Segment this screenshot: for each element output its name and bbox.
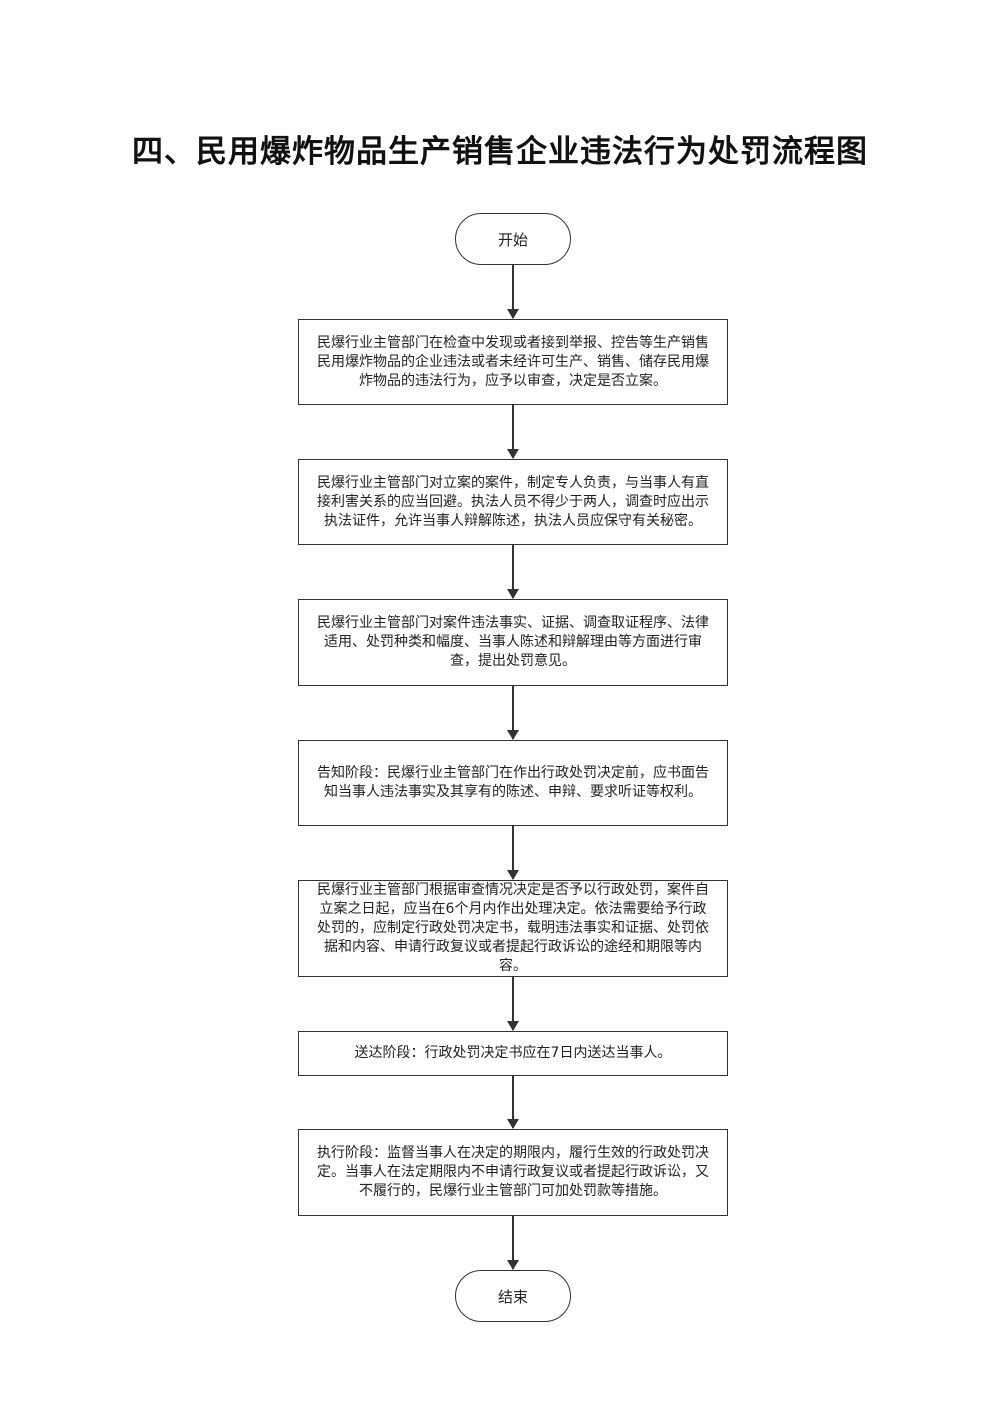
step-7-text: 执行阶段：监督当事人在决定的期限内，履行生效的行政处罚决定。当事人在法定期限内不… (317, 1145, 709, 1199)
start-node: 开始 (455, 213, 571, 265)
step-1-text: 民爆行业主管部门在检查中发现或者接到举报、控告等生产销售民用爆炸物品的企业违法或… (317, 334, 709, 389)
start-label: 开始 (497, 230, 528, 249)
step-2-text: 民爆行业主管部门对立案的案件，制定专人负责，与当事人有直接利害关系的应当回避。执… (317, 474, 709, 529)
step-6-text: 送达阶段：行政处罚决定书应在7日内送达当事人。 (354, 1045, 672, 1061)
page-title: 四、民用爆炸物品生产销售企业违法行为处罚流程图 (132, 134, 868, 170)
step-1-box: 民爆行业主管部门在检查中发现或者接到举报、控告等生产销售民用爆炸物品的企业违法或… (298, 319, 728, 405)
step-3-text: 民爆行业主管部门对案件违法事实、证据、调查取证程序、法律适用、处罚种类和幅度、当… (317, 615, 709, 669)
step-2-box: 民爆行业主管部门对立案的案件，制定专人负责，与当事人有直接利害关系的应当回避。执… (298, 459, 728, 545)
step-4-box: 告知阶段：民爆行业主管部门在作出行政处罚决定前，应书面告知当事人违法事实及其享有… (298, 740, 728, 826)
step-7-box: 执行阶段：监督当事人在决定的期限内，履行生效的行政处罚决定。当事人在法定期限内不… (298, 1129, 728, 1216)
step-6-box: 送达阶段：行政处罚决定书应在7日内送达当事人。 (298, 1031, 728, 1076)
end-node: 结束 (455, 1270, 571, 1322)
step-5-box: 民爆行业主管部门根据审查情况决定是否予以行政处罚，案件自立案之日起，应当在6个月… (298, 880, 728, 977)
step-5-text: 民爆行业主管部门根据审查情况决定是否予以行政处罚，案件自立案之日起，应当在6个月… (317, 882, 709, 974)
step-4-text: 告知阶段：民爆行业主管部门在作出行政处罚决定前，应书面告知当事人违法事实及其享有… (317, 765, 709, 800)
step-3-box: 民爆行业主管部门对案件违法事实、证据、调查取证程序、法律适用、处罚种类和幅度、当… (298, 599, 728, 686)
end-label: 结束 (497, 1287, 528, 1306)
